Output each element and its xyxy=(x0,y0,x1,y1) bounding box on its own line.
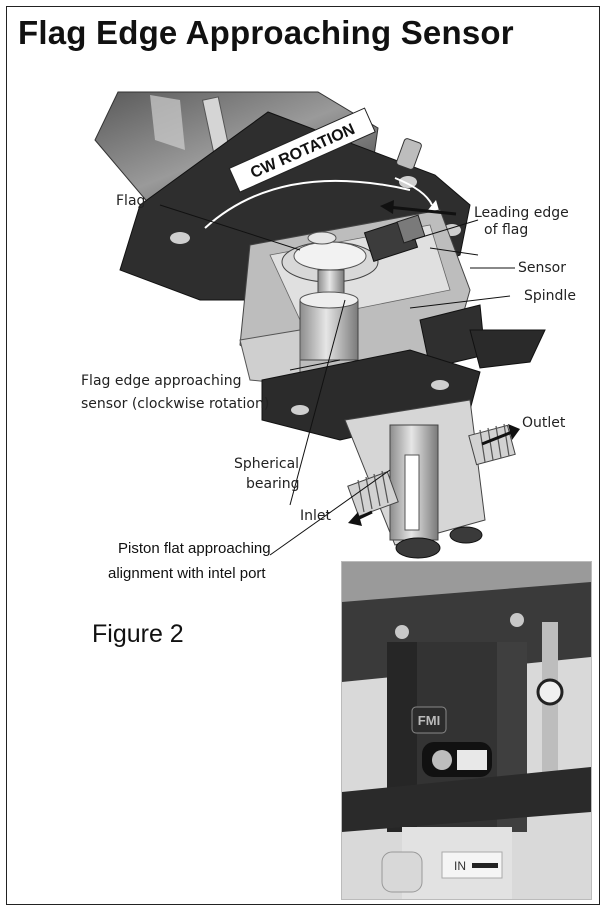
label-flag: Flag xyxy=(116,193,145,209)
pump-photo: FMI IN xyxy=(341,561,592,900)
inlet-fitting xyxy=(347,470,399,517)
spindle-housing xyxy=(239,209,546,386)
figure-label: Figure 2 xyxy=(92,620,184,648)
label-spindle: Spindle xyxy=(524,288,576,304)
label-piston-2: alignment with intel port xyxy=(108,565,266,582)
photo-brand-label: FMI xyxy=(411,706,447,734)
label-spherical-1: Spherical xyxy=(234,456,299,472)
label-leading-edge-1: Leading edge xyxy=(474,205,569,221)
svg-text:FMI: FMI xyxy=(418,713,440,728)
photo-port-label: IN xyxy=(441,851,503,879)
diagram-labels: Flag Leading edge of flag Sensor Spindle… xyxy=(81,193,576,582)
label-flag-edge-2: sensor (clockwise rotation) xyxy=(81,396,269,412)
arrows xyxy=(348,200,520,526)
outlet-fitting xyxy=(468,423,516,466)
label-sensor: Sensor xyxy=(518,260,566,276)
label-spherical-2: bearing xyxy=(246,476,299,492)
leader-lines xyxy=(159,204,515,556)
svg-text:IN: IN xyxy=(454,859,466,873)
label-piston-1: Piston flat approaching xyxy=(118,540,271,557)
pump-head xyxy=(344,399,516,559)
label-leading-edge-2: of flag xyxy=(484,222,528,238)
label-flag-edge-1: Flag edge approaching xyxy=(81,373,241,389)
label-outlet: Outlet xyxy=(522,415,566,431)
page-title: Flag Edge Approaching Sensor xyxy=(18,14,514,51)
label-inlet: Inlet xyxy=(300,508,332,524)
